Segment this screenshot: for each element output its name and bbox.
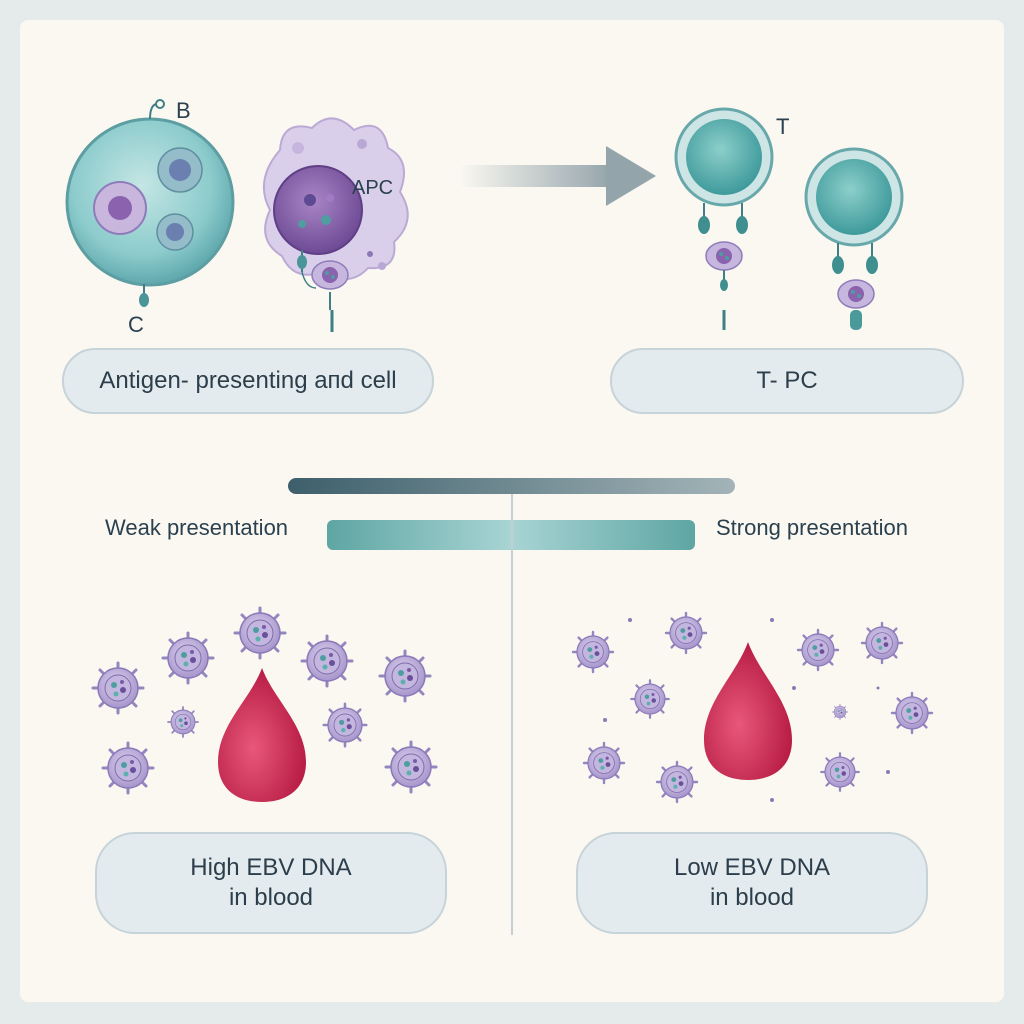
c-label: C	[128, 312, 144, 337]
antigen-presenting-cell-text: Antigen- presenting aпd cell	[99, 367, 397, 394]
weak-presentation-label: Weak presentation	[105, 515, 289, 540]
high-ebv-dna-line1: High EBV DNA	[190, 854, 352, 881]
strong-presentation-label: Strong presentation	[716, 515, 909, 540]
t-cell-label: T	[776, 114, 790, 139]
diagram-canvas: B C APC T Weak presentation Strong prese…	[20, 20, 1004, 1002]
high-ebv-dna-line2: in blood	[228, 884, 314, 911]
low-viral-load	[571, 611, 934, 804]
high-viral-load	[91, 606, 438, 802]
low-ebv-dna-line1: Low EBV DNA	[673, 854, 831, 881]
diagram-scene	[65, 99, 934, 935]
low-ebv-dna-line2: in blood	[709, 884, 795, 911]
t-cell-1	[674, 107, 774, 330]
t-pc-pill: T- PC	[610, 348, 964, 414]
t-cell-2	[804, 147, 904, 330]
high-ebv-dna-pill: High EBV DNA in blood	[95, 832, 447, 934]
activation-arrow	[460, 146, 656, 206]
presentation-scale	[288, 478, 735, 935]
b-cell-label: B	[176, 98, 191, 123]
antigen-presenting-cell-pill: Antigen- presenting aпd cell	[62, 348, 434, 414]
apc-cell	[263, 117, 409, 332]
b-cell	[65, 99, 235, 307]
low-ebv-dna-pill: Low EBV DNA in blood	[576, 832, 928, 934]
apc-label: APC	[352, 177, 394, 199]
t-pc-text: T- PC	[756, 367, 818, 394]
